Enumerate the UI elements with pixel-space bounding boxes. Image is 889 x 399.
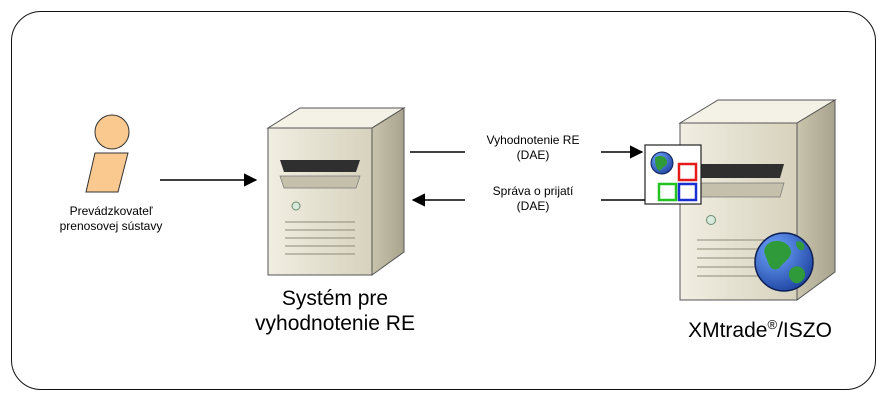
actor-label: Prevádzkovateľ prenosovej sústavy (33, 204, 189, 234)
system-label-line1: Systém pre (281, 287, 389, 310)
message-document-icon (644, 144, 702, 205)
xmtrade-label: XMtrade®/ISZO (660, 318, 860, 343)
system-label: Systém pre vyhodnotenie RE (235, 286, 435, 336)
actor-label-line2: prenosovej sústavy (59, 219, 163, 233)
system-label-line2: vyhodnotenie RE (255, 312, 415, 336)
xmtrade-suffix: /ISZO (777, 319, 832, 342)
server-left-icon (266, 107, 406, 276)
arrow-bottom-label: Správa o prijatí (DAE) (465, 184, 601, 214)
arrow-bottom-label-line1: Správa o prijatí (492, 184, 574, 198)
registered-mark: ® (767, 317, 778, 332)
arrow-top-label-line1: Vyhodnotenie RE (486, 133, 580, 147)
arrow-bottom-label-line2: (DAE) (516, 199, 550, 213)
globe-icon (754, 232, 814, 292)
actor-icon (85, 114, 130, 193)
diagram-frame (11, 11, 876, 390)
actor-label-line1: Prevádzkovateľ (69, 204, 153, 218)
arrow-top-label: Vyhodnotenie RE (DAE) (465, 133, 601, 163)
arrow-top-label-line2: (DAE) (516, 148, 550, 162)
xmtrade-name: XMtrade (688, 319, 768, 342)
server-right-icon (678, 99, 837, 301)
